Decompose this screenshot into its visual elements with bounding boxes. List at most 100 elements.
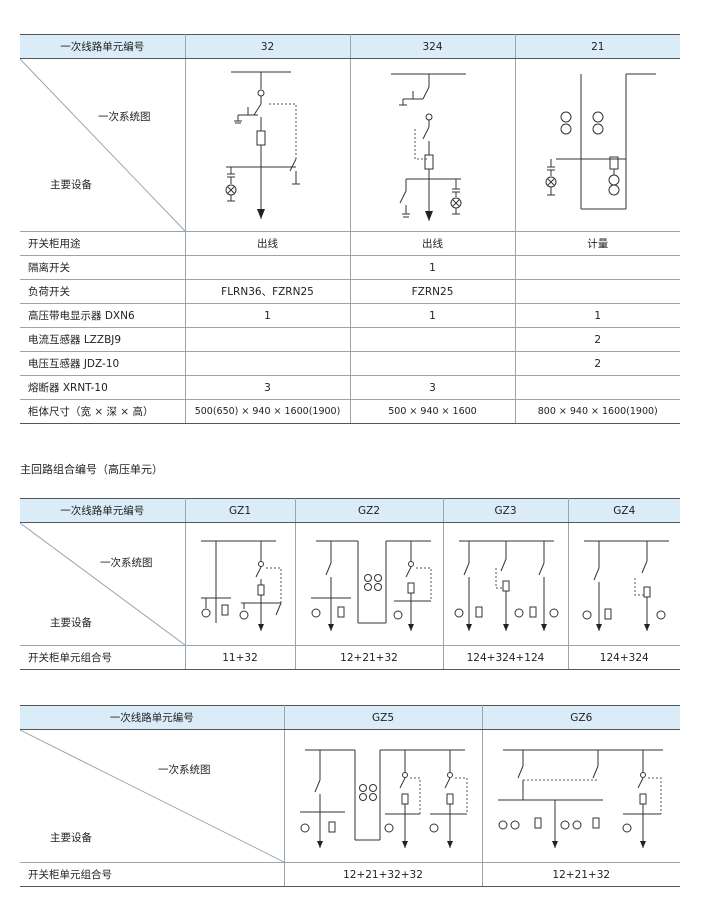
row-value: 12+21+32+32	[284, 862, 483, 887]
row-value	[350, 327, 516, 352]
table-row: 负荷开关 FLRN36、FZRN25 FZRN25	[20, 279, 680, 304]
row-value: 出线	[350, 231, 516, 256]
row-value: 500(650) × 940 × 1600(1900)	[185, 399, 351, 424]
table-row: 高压带电显示器 DXN6 1 1 1	[20, 303, 680, 328]
row-label: 高压带电显示器 DXN6	[20, 303, 186, 328]
diagram-row: 一次系统图 主要设备	[20, 729, 680, 863]
schematic-cell-21	[515, 58, 680, 232]
row-value: 3	[350, 375, 516, 400]
table-row: 开关柜单元组合号 12+21+32+32 12+21+32	[20, 862, 680, 887]
table-row: 熔断器 XRNT-10 3 3	[20, 375, 680, 400]
row-value: FZRN25	[350, 279, 516, 304]
schematic-cell-324	[350, 58, 516, 232]
table-row: 柜体尺寸（宽 × 深 × 高） 500(650) × 940 × 1600(19…	[20, 399, 680, 424]
row-value: 800 × 940 × 1600(1900)	[515, 399, 680, 424]
row-value	[185, 351, 351, 376]
diagram-title: 一次系统图	[100, 557, 153, 569]
row-label: 熔断器 XRNT-10	[20, 375, 186, 400]
row-value	[185, 255, 351, 280]
row-label: 隔离开关	[20, 255, 186, 280]
equipment-title: 主要设备	[50, 179, 92, 191]
row-label: 负荷开关	[20, 279, 186, 304]
row-value: 11+32	[185, 645, 296, 670]
row-value: 计量	[515, 231, 680, 256]
row-value: 1	[515, 303, 680, 328]
column-header: GZ5	[284, 705, 483, 730]
row-value	[515, 279, 680, 304]
row-value: 3	[185, 375, 351, 400]
row-value: 出线	[185, 231, 351, 256]
schematic-cell-gz6	[482, 729, 680, 863]
row-value	[515, 375, 680, 400]
table-header-row: 一次线路单元编号 GZ5 GZ6	[20, 705, 680, 730]
table-combinations-gz5-gz6: 一次线路单元编号 GZ5 GZ6 一次系统图 主要设备	[20, 705, 680, 887]
schematic-cell-32	[185, 58, 351, 232]
row-label: 电压互感器 JDZ-10	[20, 351, 186, 376]
table-row: 隔离开关 1	[20, 255, 680, 280]
diagram-title: 一次系统图	[98, 111, 151, 123]
schematic-cell-gz3	[443, 522, 569, 646]
schematic-diagram-gz6	[497, 749, 663, 848]
table-row: 开关柜用途 出线 出线 计量	[20, 231, 680, 256]
schematic-diagram-gz2	[310, 540, 431, 631]
row-value	[350, 351, 516, 376]
column-header: GZ4	[568, 498, 680, 523]
header-label: 一次线路单元编号	[20, 705, 285, 730]
diagram-header-cell: 一次系统图 主要设备	[20, 729, 285, 863]
column-header: GZ3	[443, 498, 569, 523]
row-value: FLRN36、FZRN25	[185, 279, 351, 304]
schematic-cell-gz4	[568, 522, 680, 646]
header-label: 一次线路单元编号	[20, 34, 186, 59]
row-value: 12+21+32	[482, 862, 680, 887]
schematic-diagram-gz4	[582, 540, 669, 631]
equipment-title: 主要设备	[50, 832, 92, 844]
row-value: 1	[350, 303, 516, 328]
diagram-row: 一次系统图 主要设备	[20, 58, 680, 232]
table-header-row: 一次线路单元编号 GZ1 GZ2 GZ3 GZ4	[20, 498, 680, 523]
schematic-cell-gz5	[284, 729, 483, 863]
section-title: 主回路组合编号（高压单元）	[20, 463, 163, 476]
column-header: 21	[515, 34, 680, 59]
schematic-cell-gz2	[295, 522, 444, 646]
header-label: 一次线路单元编号	[20, 498, 186, 523]
row-value: 1	[185, 303, 351, 328]
schematic-diagram-gz5	[299, 749, 467, 848]
row-label: 柜体尺寸（宽 × 深 × 高）	[20, 399, 186, 424]
schematic-diagram-gz1	[200, 540, 281, 631]
column-header: 324	[350, 34, 516, 59]
row-value: 12+21+32	[295, 645, 444, 670]
column-header: GZ6	[482, 705, 680, 730]
diagonal-divider	[20, 59, 185, 231]
diagram-header-cell: 一次系统图 主要设备	[20, 58, 186, 232]
schematic-diagram-32	[225, 71, 300, 219]
row-label: 电流互感器 LZZBJ9	[20, 327, 186, 352]
table-row: 电流互感器 LZZBJ9 2	[20, 327, 680, 352]
column-header: GZ2	[295, 498, 444, 523]
table-row: 开关柜单元组合号 11+32 12+21+32 124+324+124 124+…	[20, 645, 680, 670]
schematic-diagram-324	[390, 73, 466, 221]
diagonal-divider	[20, 730, 284, 862]
row-value: 500 × 940 × 1600	[350, 399, 516, 424]
row-value	[515, 255, 680, 280]
row-value: 124+324+124	[443, 645, 569, 670]
diagram-row: 一次系统图 主要设备	[20, 522, 680, 646]
row-value: 2	[515, 327, 680, 352]
column-header: 32	[185, 34, 351, 59]
table-header-row: 一次线路单元编号 32 324 21	[20, 34, 680, 59]
row-value: 1	[350, 255, 516, 280]
equipment-title: 主要设备	[50, 617, 92, 629]
schematic-diagram-21	[545, 73, 656, 210]
row-value	[185, 327, 351, 352]
row-label: 开关柜单元组合号	[20, 645, 186, 670]
diagram-header-cell: 一次系统图 主要设备	[20, 522, 186, 646]
diagonal-divider	[20, 523, 185, 645]
schematic-cell-gz1	[185, 522, 296, 646]
diagram-title: 一次系统图	[158, 764, 211, 776]
table-unit-specs: 一次线路单元编号 32 324 21 一次系统图 主要设备	[20, 34, 680, 424]
column-header: GZ1	[185, 498, 296, 523]
schematic-diagram-gz3	[454, 540, 558, 631]
table-combinations-gz1-gz4: 一次线路单元编号 GZ1 GZ2 GZ3 GZ4 一次系统图 主要设备	[20, 498, 680, 670]
table-row: 电压互感器 JDZ-10 2	[20, 351, 680, 376]
row-value: 2	[515, 351, 680, 376]
row-value: 124+324	[568, 645, 680, 670]
